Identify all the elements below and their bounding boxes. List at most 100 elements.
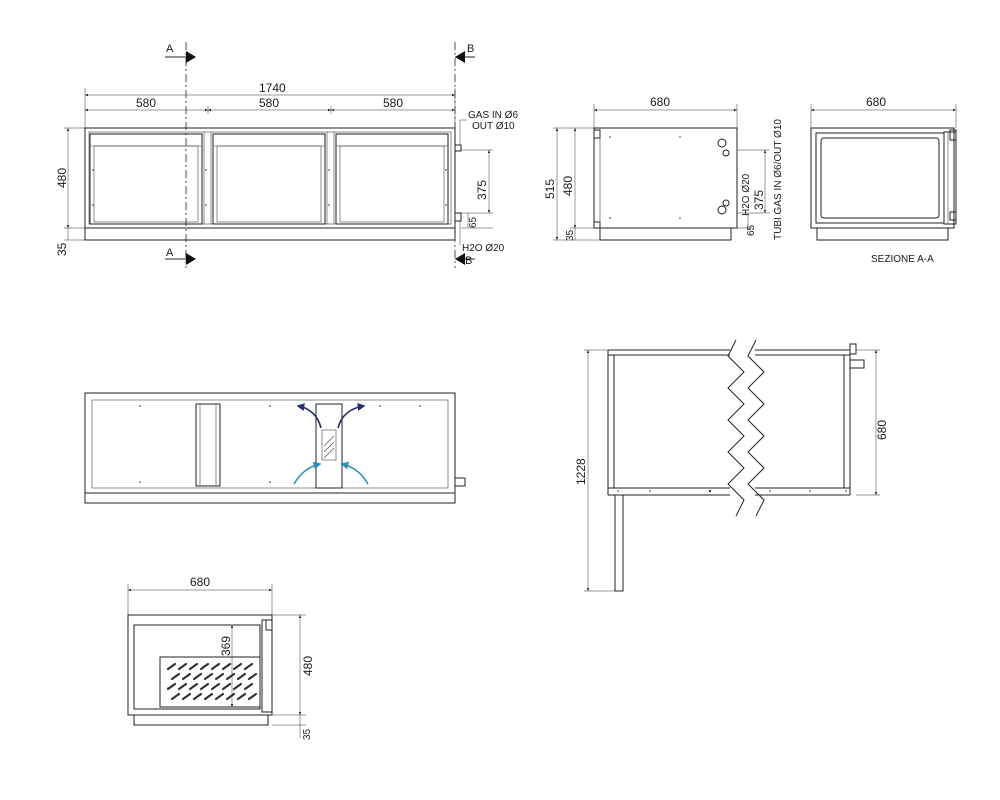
grille-slot: [199, 682, 210, 691]
dim-side-width: 680: [650, 95, 670, 109]
dim-module-2: 580: [259, 96, 279, 110]
air-exhaust-arrow-right: [337, 402, 366, 429]
front-module-2: [212, 133, 326, 225]
bottom-grille-slots: [166, 662, 258, 701]
airflow-partition-left: [195, 403, 221, 487]
dim-bottom-width: 680: [190, 575, 210, 589]
dim-side-375: 375: [752, 190, 766, 210]
dim-front-375: 375: [475, 180, 489, 200]
gas-port-circle: [717, 138, 727, 148]
section-label-b-bottom: B: [465, 255, 472, 267]
grille-slot: [199, 662, 210, 671]
air-intake-arrow-right: [340, 461, 369, 485]
dim-bottom-480: 480: [301, 656, 315, 676]
grille-slot: [221, 662, 232, 671]
side-cabinet-base: [599, 227, 732, 241]
dim-top-depth: 1228: [574, 458, 588, 485]
dim-front-base: 35: [55, 242, 69, 256]
break-line-left: [727, 339, 745, 517]
dim-module-1: 580: [136, 96, 156, 110]
top-view: 1228 680: [574, 339, 889, 592]
dim-front-height: 480: [55, 168, 69, 188]
grille-slot: [214, 692, 225, 701]
grille-slot: [210, 662, 221, 671]
gas-in-label: GAS IN Ø6: [468, 110, 518, 121]
section-label-a-bottom: A: [166, 247, 174, 259]
bottom-grille: [159, 656, 261, 708]
grille-slot: [170, 672, 181, 681]
bottom-view: 680 369 480 35: [127, 575, 315, 740]
top-view-leg: [614, 494, 624, 592]
grille-slot: [203, 692, 214, 701]
airflow-cabinet-base: [84, 492, 456, 504]
water-port-circle: [717, 205, 727, 215]
dim-side-480: 480: [561, 176, 575, 196]
front-cabinet-base: [84, 227, 456, 241]
grille-slot: [225, 692, 236, 701]
airflow-view: [84, 392, 466, 504]
grille-slot: [166, 662, 177, 671]
dim-section-width: 680: [866, 95, 886, 109]
airflow-pipe: [454, 477, 466, 487]
water-label: H2O Ø20: [462, 243, 505, 254]
air-intake-arrow-left: [293, 461, 322, 485]
dim-side-65: 65: [746, 224, 757, 236]
grille-slot: [247, 692, 258, 701]
airflow-central-unit: [315, 403, 343, 489]
dim-side-515: 515: [543, 179, 557, 199]
grille-slot: [236, 692, 247, 701]
section-cabinet-body: [810, 127, 955, 229]
grille-slot: [203, 672, 214, 681]
grille-slot: [243, 682, 254, 691]
grille-slot: [177, 662, 188, 671]
side-cabinet-body: [593, 127, 738, 229]
section-arrow-b-bottom: [455, 253, 465, 265]
grille-slot: [188, 662, 199, 671]
section-view: 680 SEZIONE A-A: [810, 95, 957, 265]
grille-slot: [236, 672, 247, 681]
section-cabinet-base: [816, 227, 949, 241]
section-arrow-a-top: [186, 51, 196, 63]
gas-pipe: [454, 144, 462, 152]
section-caption: SEZIONE A-A: [871, 254, 934, 265]
grille-slot: [210, 682, 221, 691]
front-cabinet-body: [84, 127, 456, 229]
dim-front-65: 65: [468, 216, 479, 228]
side-view: 680 515 480 35 375 65 H2O Ø20 TUBI GAS I…: [543, 95, 784, 241]
dim-bottom-35: 35: [302, 728, 313, 740]
water-pipe: [454, 212, 462, 222]
gas-out-label: OUT Ø10: [472, 121, 515, 132]
section-arrow-b-top: [455, 51, 465, 63]
side-water-label: H2O Ø20: [741, 173, 752, 216]
grille-slot: [181, 672, 192, 681]
grille-slot: [243, 662, 254, 671]
grille-slot: [221, 682, 232, 691]
front-module-1: [89, 133, 203, 225]
grille-slot: [232, 682, 243, 691]
grille-slot: [170, 692, 181, 701]
grille-slot: [247, 672, 258, 681]
dim-bottom-369: 369: [219, 636, 233, 656]
grille-slot: [192, 672, 203, 681]
break-line-right: [747, 339, 765, 517]
grille-slot: [181, 692, 192, 701]
grille-slot: [225, 672, 236, 681]
dim-top-width: 680: [875, 420, 889, 440]
grille-slot: [232, 662, 243, 671]
section-label-b-top: B: [467, 43, 474, 55]
grille-slot: [214, 672, 225, 681]
section-label-a-top: A: [166, 43, 174, 55]
grille-slot: [177, 682, 188, 691]
dim-side-35: 35: [565, 229, 576, 241]
front-module-3: [335, 133, 449, 225]
side-gas-label: TUBI GAS IN Ø6/OUT Ø10: [773, 119, 784, 240]
grille-slot: [192, 692, 203, 701]
grille-slot: [188, 682, 199, 691]
section-inner-cavity: [820, 137, 940, 219]
dim-total-width: 1740: [259, 81, 286, 95]
section-arrow-a-bottom: [186, 253, 196, 265]
bottom-cabinet-base: [133, 714, 269, 726]
dim-module-3: 580: [383, 96, 403, 110]
air-exhaust-arrow-left: [296, 403, 322, 429]
